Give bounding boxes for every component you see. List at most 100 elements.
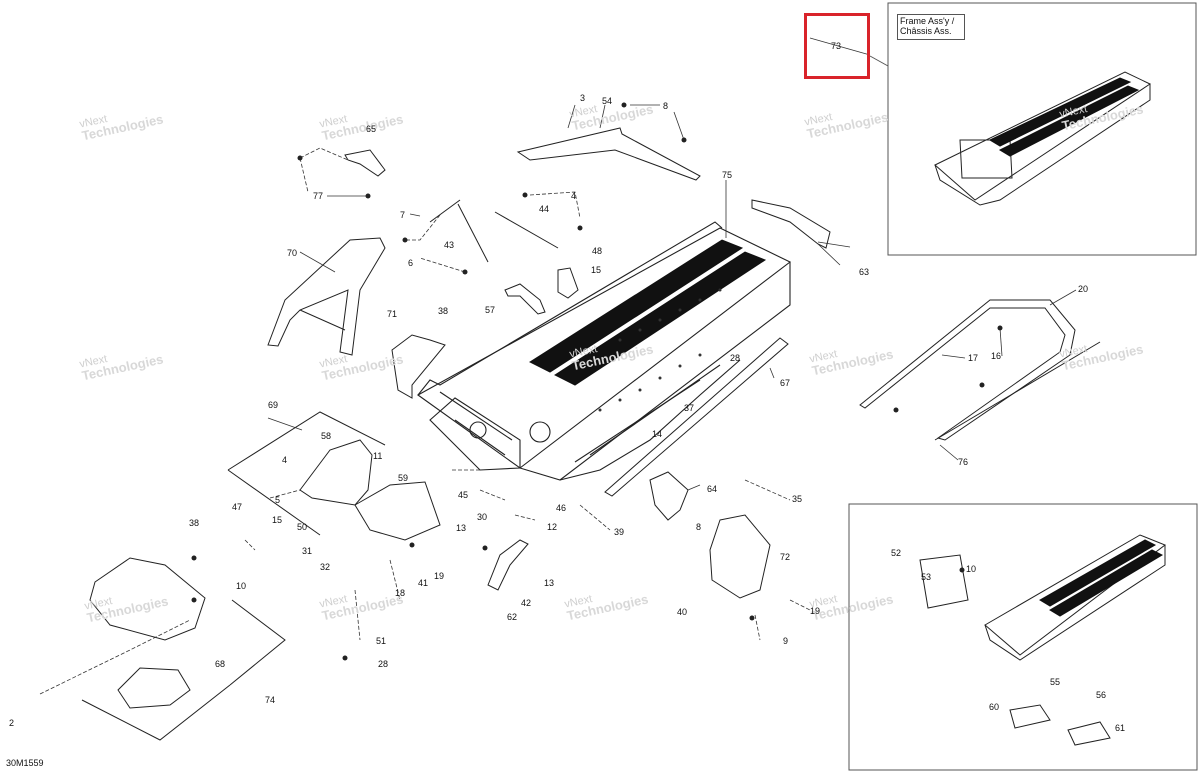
callout-12[interactable]: 12 <box>547 522 558 532</box>
callout-7[interactable]: 7 <box>400 210 406 220</box>
callout-10b[interactable]: 10 <box>966 564 977 574</box>
callout-31[interactable]: 31 <box>302 546 313 556</box>
callout-46[interactable]: 46 <box>556 503 567 513</box>
callout-40[interactable]: 40 <box>677 607 688 617</box>
bracket-72 <box>709 514 771 599</box>
callout-61[interactable]: 61 <box>1115 723 1126 733</box>
callout-4[interactable]: 4 <box>282 455 288 465</box>
side-rail <box>604 337 789 497</box>
diagram-code: 30M1559 <box>6 758 44 768</box>
callout-71[interactable]: 71 <box>387 309 398 319</box>
callout-2[interactable]: 2 <box>9 718 15 728</box>
callout-56[interactable]: 56 <box>1096 690 1107 700</box>
callout-20[interactable]: 20 <box>1078 284 1089 294</box>
inset-sub-sketch <box>919 534 1167 746</box>
callout-77[interactable]: 77 <box>313 191 324 201</box>
callout-18[interactable]: 18 <box>395 588 406 598</box>
rear-bumper <box>751 199 831 249</box>
callout-28[interactable]: 28 <box>730 353 741 363</box>
callout-19[interactable]: 19 <box>434 571 445 581</box>
footrest-58 <box>299 439 373 506</box>
callout-30[interactable]: 30 <box>477 512 488 522</box>
callout-38[interactable]: 38 <box>438 306 449 316</box>
callout-51[interactable]: 51 <box>376 636 387 646</box>
rod-44 <box>494 211 559 249</box>
callout-5[interactable]: 5 <box>275 495 281 505</box>
callout-13b[interactable]: 13 <box>544 578 555 588</box>
inset-rails <box>988 77 1140 157</box>
callout-16[interactable]: 16 <box>991 351 1002 361</box>
callout-6[interactable]: 6 <box>408 258 414 268</box>
callout-75[interactable]: 75 <box>722 170 733 180</box>
enclosure-74 <box>81 599 286 741</box>
tube-57 <box>504 283 546 315</box>
callout-45[interactable]: 45 <box>458 490 469 500</box>
callout-68[interactable]: 68 <box>215 659 226 669</box>
callout-32[interactable]: 32 <box>320 562 331 572</box>
callout-15[interactable]: 15 <box>591 265 602 275</box>
callout-60[interactable]: 60 <box>989 702 1000 712</box>
solid-leaders <box>267 37 1077 491</box>
clip-65 <box>344 149 386 177</box>
callout-14[interactable]: 14 <box>652 429 663 439</box>
callout-8b[interactable]: 8 <box>696 522 702 532</box>
callout-17[interactable]: 17 <box>968 353 979 363</box>
callout-70[interactable]: 70 <box>287 248 298 258</box>
callout-4b[interactable]: 4 <box>571 191 577 201</box>
callout-59[interactable]: 59 <box>398 473 409 483</box>
handle-20 <box>859 299 1076 441</box>
callout-48[interactable]: 48 <box>592 246 603 256</box>
steering-support <box>267 237 386 356</box>
callout-73[interactable]: 73 <box>831 41 842 51</box>
inset-title-box: Frame Ass'y / Châssis Ass. <box>897 14 965 40</box>
callout-10[interactable]: 10 <box>236 581 247 591</box>
callout-28b[interactable]: 28 <box>378 659 389 669</box>
callout-35[interactable]: 35 <box>792 494 803 504</box>
callout-58[interactable]: 58 <box>321 431 332 441</box>
callout-53[interactable]: 53 <box>921 572 932 582</box>
rod-43 <box>457 203 489 263</box>
bracket-71 <box>391 334 446 399</box>
footrest-59 <box>354 481 441 541</box>
callout-69[interactable]: 69 <box>268 400 279 410</box>
callout-65[interactable]: 65 <box>366 124 377 134</box>
callout-55[interactable]: 55 <box>1050 677 1061 687</box>
callout-38b[interactable]: 38 <box>189 518 200 528</box>
bracket-64 <box>649 471 689 521</box>
callout-74[interactable]: 74 <box>265 695 276 705</box>
callout-47[interactable]: 47 <box>232 502 243 512</box>
strut-54 <box>516 127 701 181</box>
callout-15b[interactable]: 15 <box>272 515 283 525</box>
callout-42[interactable]: 42 <box>521 598 532 608</box>
inset-frame-assembly <box>887 2 1197 256</box>
callout-41[interactable]: 41 <box>418 578 429 588</box>
inset-sub-rails <box>1039 539 1164 617</box>
callout-37[interactable]: 37 <box>684 403 695 413</box>
bracket-48 <box>557 267 579 299</box>
inset-subassembly <box>848 503 1198 771</box>
callout-50[interactable]: 50 <box>297 522 308 532</box>
callout-57[interactable]: 57 <box>485 305 496 315</box>
callout-64[interactable]: 64 <box>707 484 718 494</box>
callout-11[interactable]: 11 <box>373 451 383 461</box>
callout-54[interactable]: 54 <box>602 96 613 106</box>
callout-13[interactable]: 13 <box>456 523 467 533</box>
callout-62[interactable]: 62 <box>507 612 518 622</box>
callout-72[interactable]: 72 <box>780 552 791 562</box>
step-bracket-38 <box>89 557 206 641</box>
callout-44[interactable]: 44 <box>539 204 550 214</box>
callout-3[interactable]: 3 <box>580 93 586 103</box>
callout-43[interactable]: 43 <box>444 240 455 250</box>
rod-43b <box>429 199 461 223</box>
callout-8[interactable]: 8 <box>663 101 669 111</box>
callout-63[interactable]: 63 <box>859 267 870 277</box>
callout-76[interactable]: 76 <box>958 457 969 467</box>
strap-76 <box>934 341 1101 441</box>
callout-39[interactable]: 39 <box>614 527 625 537</box>
rivet-dots <box>598 288 722 412</box>
callout-67[interactable]: 67 <box>780 378 791 388</box>
callout-19b[interactable]: 19 <box>810 606 821 616</box>
callout-9[interactable]: 9 <box>783 636 789 646</box>
callout-52[interactable]: 52 <box>891 548 902 558</box>
